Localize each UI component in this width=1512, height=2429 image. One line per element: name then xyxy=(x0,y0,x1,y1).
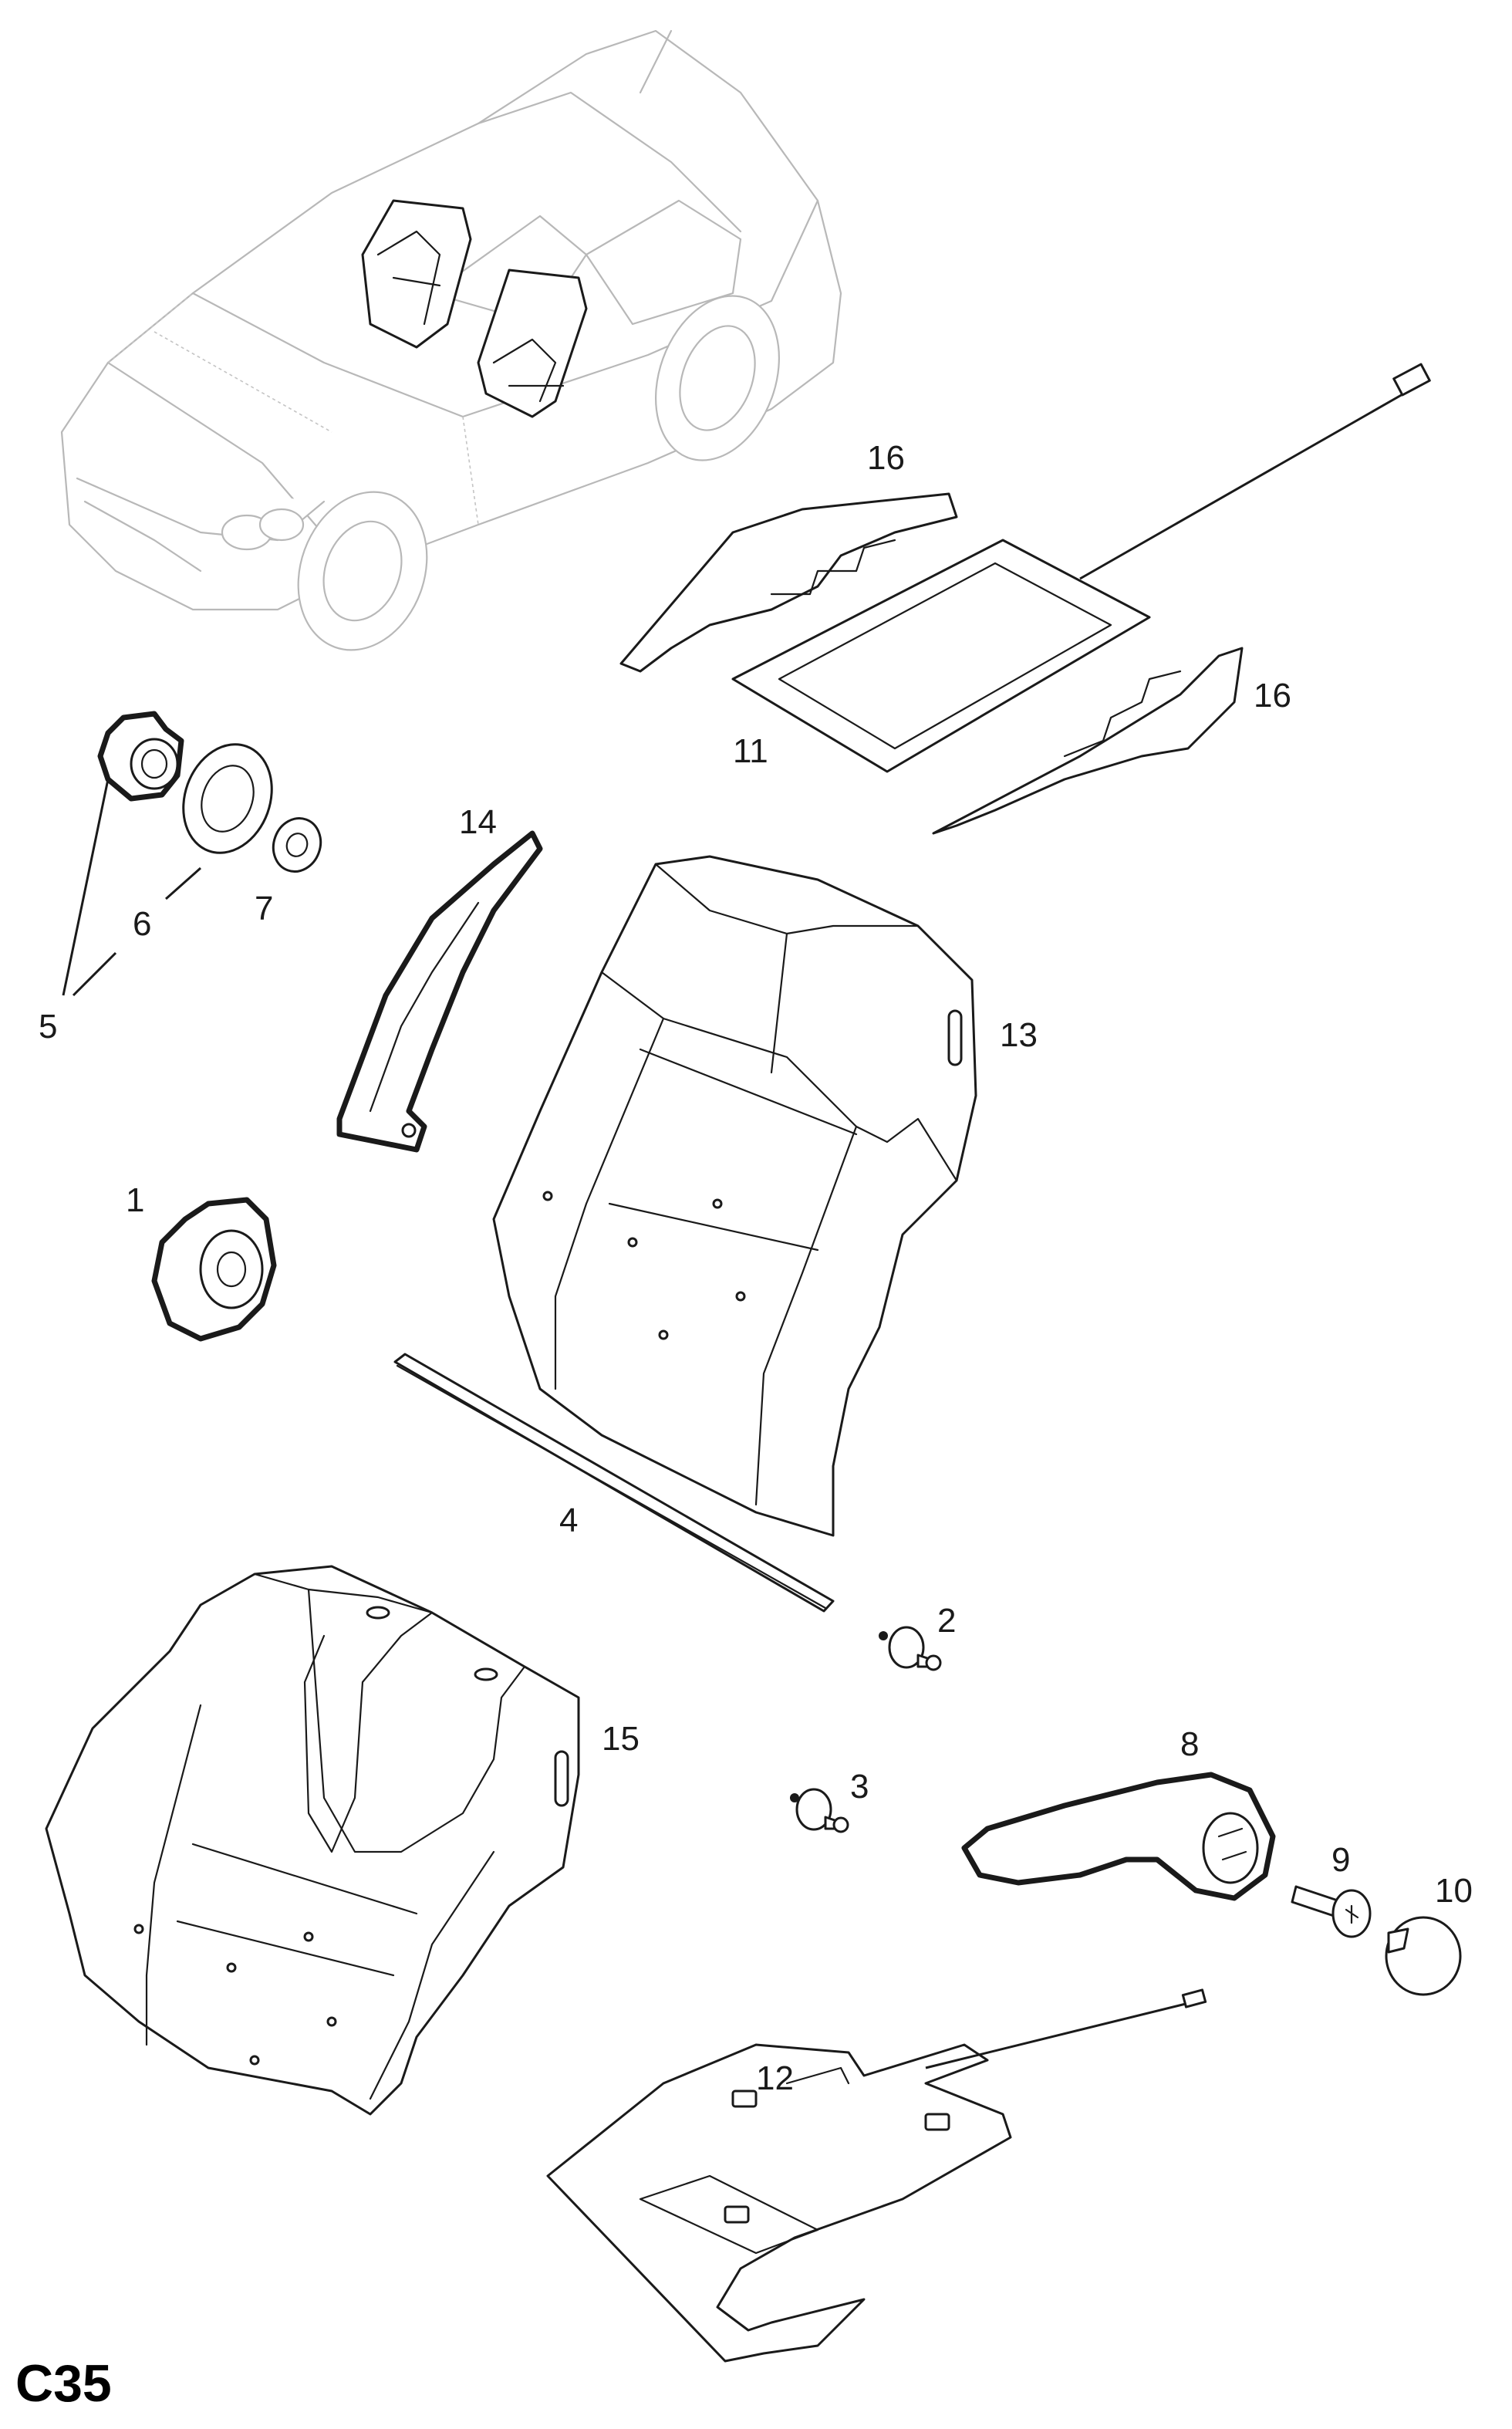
callout-14: 14 xyxy=(459,803,497,841)
page-code-label: C35 xyxy=(15,2354,112,2413)
callout-1: 1 xyxy=(126,1181,144,1219)
part-1-handwheel xyxy=(151,1197,277,1342)
part-5-recliner-knob-housing xyxy=(97,711,184,802)
reference-vehicle-illustration xyxy=(60,29,842,651)
part-16-seat-heater-strip-upper xyxy=(619,492,958,673)
part-8-recline-lever xyxy=(961,1772,1276,1901)
vehicle-seat-front-highlight xyxy=(477,269,588,418)
callout-9: 9 xyxy=(1331,1841,1350,1879)
part-9-screw xyxy=(1291,1885,1372,1938)
part-15-backrest-cover-rear xyxy=(45,1565,580,2116)
callout-leaders-5-6 xyxy=(62,779,201,997)
vehicle-seat-rear-highlight xyxy=(361,199,472,349)
callout-15: 15 xyxy=(602,1720,640,1758)
part-6-cover-disc xyxy=(182,743,273,854)
callout-11: 11 xyxy=(733,732,768,770)
callout-labels: 16 11 16 14 6 7 5 13 1 4 2 15 8 3 9 10 1… xyxy=(39,439,1473,2097)
part-3-push-clip xyxy=(790,1788,849,1833)
part-11-seat-heater-mat xyxy=(731,363,1431,773)
callout-12: 12 xyxy=(756,2059,794,2097)
callout-8: 8 xyxy=(1180,1725,1199,1763)
callout-5: 5 xyxy=(39,1008,57,1046)
callout-7: 7 xyxy=(255,890,273,927)
part-16-seat-heater-strip-lower xyxy=(932,647,1244,835)
callout-16-lower: 16 xyxy=(1254,677,1291,715)
callout-4: 4 xyxy=(559,1502,578,1539)
callout-2: 2 xyxy=(937,1602,956,1640)
callout-13: 13 xyxy=(1000,1016,1038,1054)
callout-10: 10 xyxy=(1435,1872,1473,1910)
part-12-cushion-heater-mat xyxy=(546,1988,1207,2363)
part-7-spacer-ring xyxy=(272,817,322,873)
callout-3: 3 xyxy=(850,1768,869,1806)
part-13-backrest-cover xyxy=(492,855,977,1537)
callout-6: 6 xyxy=(133,905,151,943)
part-2-push-clip xyxy=(879,1626,942,1671)
part-10-cover-cap xyxy=(1385,1916,1462,1996)
part-14-backrest-side-trim xyxy=(336,830,543,1153)
part-4-retaining-rod xyxy=(393,1353,835,1613)
callout-16-upper: 16 xyxy=(867,439,905,477)
